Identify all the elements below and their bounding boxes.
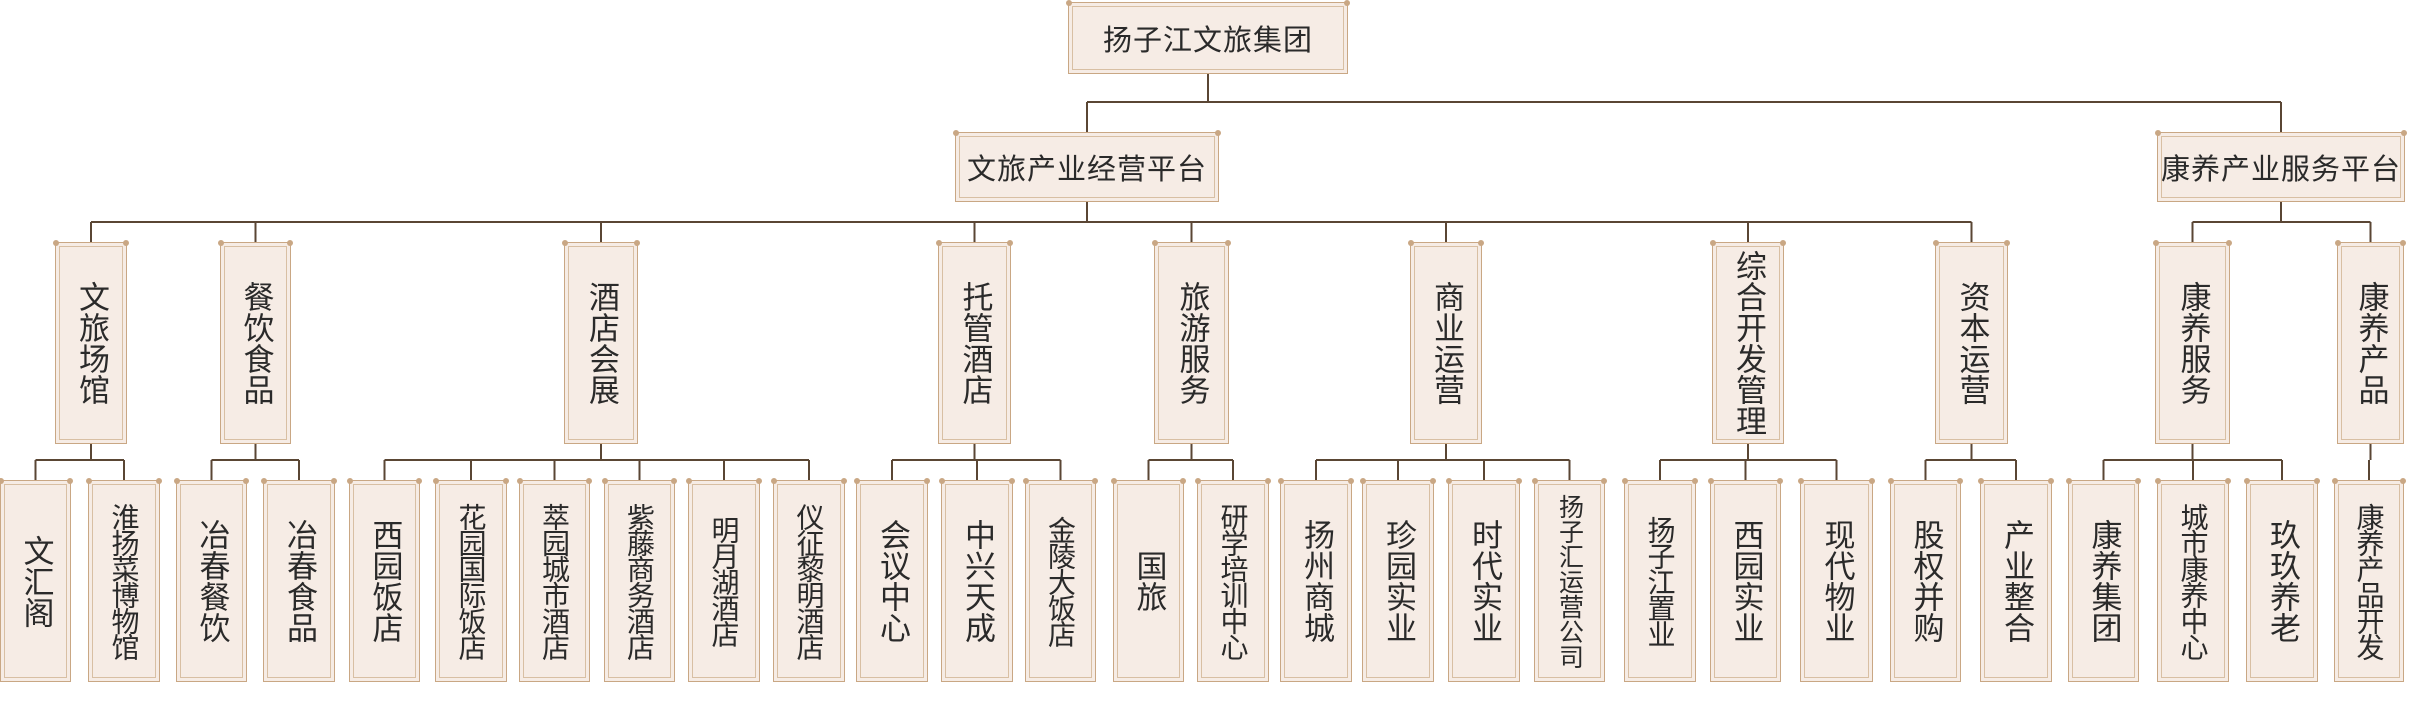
leaf-node: 花园国际饭店 xyxy=(433,478,509,682)
leaf-node: 康养集团 xyxy=(2066,478,2141,682)
platform-node-p1: 文旅产业经营平台 xyxy=(953,130,1221,202)
node-label: 萃园城市酒店 xyxy=(538,503,571,659)
node-label: 股权并购 xyxy=(1907,519,1944,643)
node-label: 扬子江置业 xyxy=(1643,516,1677,646)
leaf-node: 扬子江置业 xyxy=(1622,478,1698,682)
leaf-node: 西园实业 xyxy=(1708,478,1783,682)
leaf-node: 时代实业 xyxy=(1446,478,1522,682)
leaf-node: 扬州商城 xyxy=(1278,478,1354,682)
node-label: 康养产品 xyxy=(2352,281,2389,405)
node-label: 珍园实业 xyxy=(1380,519,1416,643)
leaf-node: 玖玖养老 xyxy=(2244,478,2320,682)
leaf-node: 国旅 xyxy=(1111,478,1186,682)
platform-node-p2: 康养产业服务平台 xyxy=(2155,130,2407,202)
node-label: 紫藤商务酒店 xyxy=(623,503,656,659)
node-label: 西园饭店 xyxy=(366,519,403,643)
leaf-node: 金陵大饭店 xyxy=(1023,478,1098,682)
node-label: 扬子汇运营公司 xyxy=(1555,493,1585,669)
node-label: 冶春餐饮 xyxy=(193,519,230,643)
division-node-d3: 酒店会展 xyxy=(562,240,640,444)
node-label: 花园国际饭店 xyxy=(454,503,488,659)
node-label: 托管酒店 xyxy=(956,281,993,405)
leaf-node: 西园饭店 xyxy=(347,478,422,682)
leaf-node: 紫藤商务酒店 xyxy=(602,478,677,682)
leaf-node: 研学培训中心 xyxy=(1195,478,1271,682)
division-node-d7: 综合开发管理 xyxy=(1710,240,1786,444)
leaf-node: 仪征黎明酒店 xyxy=(771,478,847,682)
node-label: 旅游服务 xyxy=(1173,281,1210,405)
root-node: 扬子江文旅集团 xyxy=(1066,0,1350,74)
leaf-node: 康养产品开发 xyxy=(2332,478,2406,682)
division-node-d10: 康养产品 xyxy=(2335,240,2406,444)
division-node-d2: 餐饮食品 xyxy=(218,240,293,444)
leaf-node: 城市康养中心 xyxy=(2155,478,2231,682)
node-label: 仪征黎明酒店 xyxy=(792,503,826,659)
leaf-node: 中兴天成 xyxy=(939,478,1015,682)
leaf-node: 明月湖酒店 xyxy=(686,478,762,682)
node-label: 冶春食品 xyxy=(281,519,317,643)
node-label: 文旅场馆 xyxy=(73,281,109,405)
node-label: 综合开发管理 xyxy=(1730,250,1766,436)
leaf-node: 会议中心 xyxy=(854,478,930,682)
node-label: 会议中心 xyxy=(874,519,910,643)
node-label: 商业运营 xyxy=(1428,281,1464,405)
node-label: 文汇阁 xyxy=(17,534,54,628)
node-label: 西园实业 xyxy=(1727,519,1764,643)
node-label: 研学培训中心 xyxy=(1216,503,1250,659)
node-label: 康养集团 xyxy=(2085,519,2122,643)
node-label: 资本运营 xyxy=(1953,281,1990,405)
node-label: 中兴天成 xyxy=(959,519,995,643)
node-label: 餐饮食品 xyxy=(237,281,274,405)
division-node-d6: 商业运营 xyxy=(1408,240,1484,444)
leaf-node: 股权并购 xyxy=(1888,478,1963,682)
node-label: 康养产品开发 xyxy=(2352,503,2386,659)
node-label: 金陵大饭店 xyxy=(1044,516,1077,646)
node-label: 时代实业 xyxy=(1466,519,1502,643)
node-label: 现代物业 xyxy=(1818,519,1855,643)
node-label: 玖玖养老 xyxy=(2264,519,2300,643)
node-label: 酒店会展 xyxy=(583,281,619,405)
leaf-node: 现代物业 xyxy=(1798,478,1875,682)
division-node-d1: 文旅场馆 xyxy=(53,240,129,444)
leaf-node: 扬子汇运营公司 xyxy=(1532,478,1607,682)
node-label: 明月湖酒店 xyxy=(707,516,741,646)
division-node-d9: 康养服务 xyxy=(2153,240,2232,444)
leaf-node: 产业整合 xyxy=(1978,478,2054,682)
node-label: 康养服务 xyxy=(2174,281,2211,405)
leaf-node: 文汇阁 xyxy=(0,478,73,682)
leaf-node: 珍园实业 xyxy=(1360,478,1436,682)
leaf-node: 冶春食品 xyxy=(261,478,337,682)
division-node-d8: 资本运营 xyxy=(1933,240,2010,444)
node-label: 产业整合 xyxy=(1998,519,2034,643)
node-label: 淮扬菜博物馆 xyxy=(107,503,141,659)
division-node-d4: 托管酒店 xyxy=(936,240,1013,444)
leaf-node: 萃园城市酒店 xyxy=(517,478,592,682)
node-label: 扬州商城 xyxy=(1298,519,1334,643)
node-label: 城市康养中心 xyxy=(2176,503,2210,659)
division-node-d5: 旅游服务 xyxy=(1152,240,1231,444)
node-label: 国旅 xyxy=(1130,550,1167,612)
leaf-node: 冶春餐饮 xyxy=(174,478,249,682)
leaf-node: 淮扬菜博物馆 xyxy=(86,478,162,682)
